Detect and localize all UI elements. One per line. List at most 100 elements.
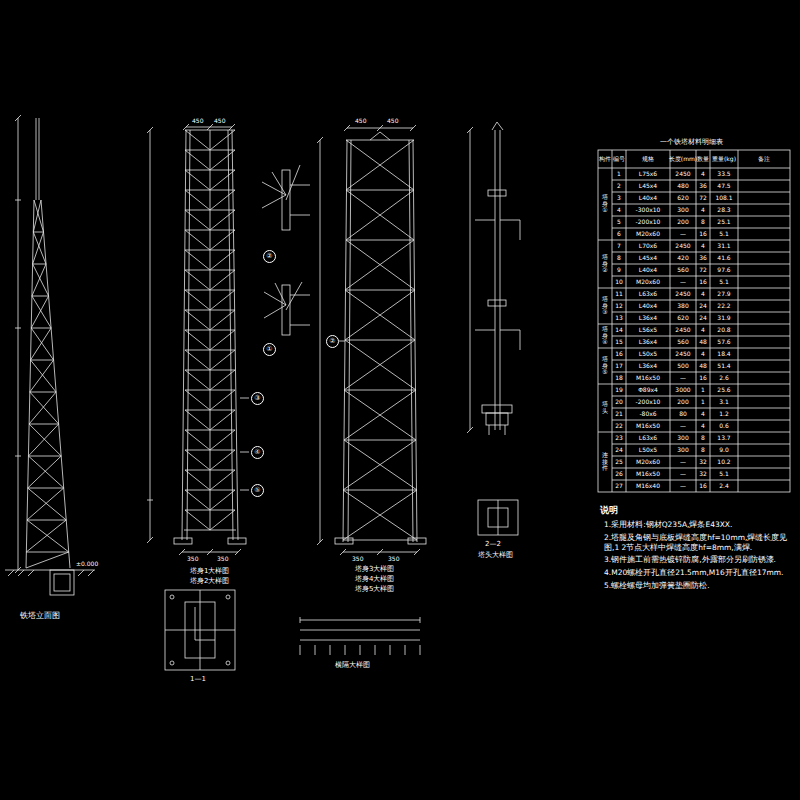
table-cell: 51.4 bbox=[717, 363, 730, 369]
table-cell: 11 bbox=[615, 291, 623, 297]
tower-head bbox=[467, 122, 520, 435]
table-cell: — bbox=[680, 423, 686, 429]
drawing-line bbox=[182, 130, 238, 540]
view-title: 塔身1大样图 bbox=[190, 568, 229, 575]
table-cell: M20x60 bbox=[636, 279, 660, 285]
drawing-line bbox=[170, 595, 174, 599]
drawing-line bbox=[184, 130, 236, 530]
drawing-line bbox=[492, 122, 503, 430]
table-cell: 480 bbox=[677, 183, 688, 189]
table-cell: 32 bbox=[699, 471, 707, 477]
table-cell: 4 bbox=[701, 411, 705, 417]
note-text: 5.螺栓螺母均加弹簧垫圈防松. bbox=[604, 581, 790, 591]
drawing-line bbox=[240, 398, 249, 490]
drawing-line bbox=[264, 282, 310, 325]
table-cell: 17 bbox=[615, 363, 623, 369]
drawing-line bbox=[147, 124, 241, 555]
drawing-line bbox=[488, 190, 506, 196]
table-cell: 25.1 bbox=[717, 219, 730, 225]
table-cell: 2.4 bbox=[719, 483, 729, 489]
note-text: 2.塔腿及角钢与底板焊缝高度hf=10mm,焊缝长度见图,1 2节点大样中焊缝高… bbox=[604, 533, 790, 553]
drawing-line bbox=[598, 168, 790, 169]
table-cell: 24 bbox=[699, 303, 707, 309]
table-cell: 16 bbox=[699, 231, 707, 237]
table-cell: 8 bbox=[701, 447, 705, 453]
drawing-line bbox=[343, 140, 417, 540]
table-cell: 0.6 bbox=[719, 423, 729, 429]
table-cell: 8 bbox=[701, 219, 705, 225]
table-cell: 2 bbox=[617, 183, 621, 189]
callout-number: ② bbox=[326, 335, 339, 348]
table-cell: 420 bbox=[677, 255, 688, 261]
table-cell: 4 bbox=[701, 327, 705, 333]
table-cell: 5 bbox=[617, 219, 621, 225]
view-title: 横隔大样图 bbox=[335, 662, 370, 669]
drawing-line bbox=[598, 180, 790, 480]
table-cell: 4 bbox=[701, 351, 705, 357]
table-cell: L63x6 bbox=[639, 435, 657, 441]
table-cell: 25 bbox=[615, 459, 623, 465]
drawing-line bbox=[226, 595, 230, 599]
drawing-line bbox=[170, 661, 174, 665]
table-cell: 19 bbox=[615, 387, 623, 393]
table-cell: 4 bbox=[617, 207, 621, 213]
table-header: 编号 bbox=[613, 156, 625, 162]
table-cell: 4 bbox=[701, 171, 705, 177]
table-cell: M20x60 bbox=[636, 459, 660, 465]
table-cell: — bbox=[680, 483, 686, 489]
dimension-text: 450 bbox=[214, 118, 225, 124]
drawing-line bbox=[26, 200, 69, 568]
view-title: 塔身4大样图 bbox=[355, 576, 394, 583]
view-title: 2—2 bbox=[485, 541, 501, 548]
table-group: 塔身② bbox=[602, 254, 608, 274]
table-cell: L75x6 bbox=[639, 171, 657, 177]
view-title: 塔头大样图 bbox=[478, 552, 513, 559]
drawing-line bbox=[478, 500, 518, 535]
table-cell: — bbox=[680, 459, 686, 465]
drawing-line bbox=[262, 165, 310, 215]
view-title: 塔身3大样图 bbox=[355, 566, 394, 573]
node-details bbox=[262, 165, 310, 335]
table-cell: 200 bbox=[677, 399, 688, 405]
drawing-line bbox=[26, 232, 69, 552]
table-cell: L40x4 bbox=[639, 303, 657, 309]
table-cell: M16x50 bbox=[636, 375, 660, 381]
callout-number: ③ bbox=[251, 392, 264, 405]
table-header: 数量 bbox=[697, 156, 709, 162]
table-header: 规格 bbox=[642, 156, 654, 162]
table-cell: 3.1 bbox=[719, 399, 729, 405]
note-text: 3.钢件施工前需热镀锌防腐,外露部分另刷防锈漆. bbox=[604, 555, 790, 565]
drawing-line bbox=[226, 661, 230, 665]
table-cell: 9.0 bbox=[719, 447, 729, 453]
drawing-line bbox=[50, 570, 74, 595]
table-cell: 20.8 bbox=[717, 327, 730, 333]
table-cell: 36 bbox=[699, 183, 707, 189]
table-header: 构件 bbox=[599, 156, 611, 162]
table-cell: 2450 bbox=[675, 327, 690, 333]
table-header: 长度(mm) bbox=[669, 156, 697, 162]
callout-number: ⑤ bbox=[251, 484, 264, 497]
table-cell: 72 bbox=[699, 267, 707, 273]
table-cell: M16x50 bbox=[636, 471, 660, 477]
table-cell: 1 bbox=[617, 171, 621, 177]
table-cell: 33.5 bbox=[717, 171, 730, 177]
drawing-line bbox=[317, 125, 420, 555]
table-cell: 620 bbox=[677, 315, 688, 321]
drawing-line bbox=[228, 538, 246, 544]
view-title: 一个铁塔材料明细表 bbox=[660, 139, 723, 146]
table-cell: 620 bbox=[677, 195, 688, 201]
table-cell: 72 bbox=[699, 195, 707, 201]
table-cell: L36x4 bbox=[639, 363, 657, 369]
drawing-line bbox=[165, 590, 235, 670]
drawing-line bbox=[475, 220, 520, 350]
table-cell: L50x5 bbox=[639, 351, 657, 357]
table-cell: 41.6 bbox=[717, 255, 730, 261]
table-cell: 15 bbox=[615, 339, 623, 345]
drawing-line bbox=[598, 150, 790, 492]
table-cell: 27.9 bbox=[717, 291, 730, 297]
drawing-line bbox=[408, 538, 426, 544]
table-cell: 2450 bbox=[675, 291, 690, 297]
table-cell: 13 bbox=[615, 315, 623, 321]
table-cell: 5.1 bbox=[719, 231, 729, 237]
